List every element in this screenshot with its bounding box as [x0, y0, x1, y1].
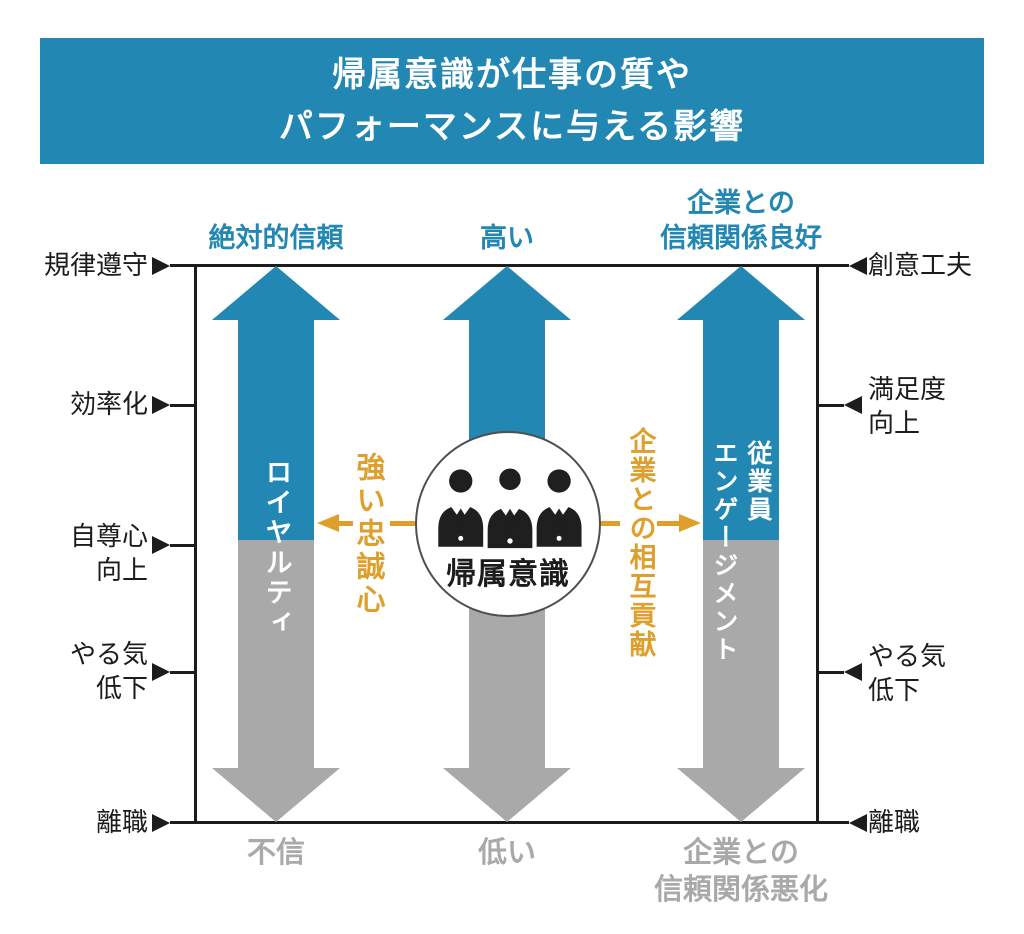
tick-line: [170, 544, 196, 547]
loyalty-arrow-label: ロイヤルティ: [260, 458, 292, 638]
left-connector-line: [390, 521, 416, 526]
belonging-circle-label: 帰属意識: [446, 557, 570, 592]
tick-line: [818, 404, 844, 407]
axis-right-label-turnover: 離職: [868, 808, 921, 838]
axis-left-label-turnover: 離職: [95, 808, 148, 838]
right-connector-line: [600, 521, 620, 526]
axis-right-label-satisfaction: 満足度 向上: [868, 375, 947, 439]
tick-line: [170, 671, 196, 674]
loyalty-arrow: ロイヤルティ: [212, 266, 340, 822]
tick-arrow-icon: [152, 536, 170, 554]
people-group-icon: [438, 464, 582, 551]
left-connector-arrow-icon: [317, 514, 339, 532]
right-connector-arrow-icon: [679, 514, 701, 532]
caption-bottom-engagement: 企業との 信頼関係悪化: [653, 835, 828, 906]
axis-right-label-motivation: やる気 低下: [868, 642, 947, 706]
tick-line: [818, 671, 844, 674]
caption-bottom-loyalty: 不信: [246, 835, 305, 869]
axis-left-label-self-esteem: 自尊心 向上: [69, 522, 148, 586]
title-line-1: 帰属意識が仕事の質や: [332, 55, 692, 95]
caption-top-level: 高い: [480, 223, 534, 254]
left-connector-label: 強い忠誠心: [352, 452, 386, 617]
tick-arrow-icon: [849, 814, 867, 832]
caption-bottom-level: 低い: [477, 835, 536, 869]
tick-line: [170, 404, 196, 407]
tick-arrow-icon: [844, 396, 862, 414]
caption-top-engagement: 企業との 信頼関係良好: [660, 188, 822, 254]
right-connector-label: 企業との相互貢献: [624, 427, 656, 659]
axis-left-label-discipline: 規律遵守: [43, 251, 148, 281]
left-connector-line: [338, 521, 353, 526]
frame-right-line: [816, 264, 819, 824]
tick-arrow-icon: [844, 663, 862, 681]
title-banner: 帰属意識が仕事の質や パフォーマンスに与える影響: [40, 38, 984, 164]
tick-arrow-icon: [152, 814, 170, 832]
title-line-2: パフォーマンスに与える影響: [278, 107, 746, 147]
frame-top-line: [170, 264, 849, 267]
axis-right-label-ingenuity: 創意工夫: [868, 251, 973, 281]
right-connector-line: [657, 521, 680, 526]
tick-arrow-icon: [152, 257, 170, 275]
engagement-arrow-label: 従業員 エンゲージメント: [710, 440, 773, 664]
tick-arrow-icon: [152, 663, 170, 681]
engagement-arrow: 従業員 エンゲージメント: [677, 266, 805, 822]
tick-arrow-icon: [849, 257, 867, 275]
frame-bottom-line: [170, 821, 849, 824]
axis-left-label-motivation: やる気 低下: [69, 640, 148, 704]
belonging-circle: 帰属意識: [415, 431, 601, 617]
tick-arrow-icon: [152, 396, 170, 414]
axis-left-label-efficiency: 効率化: [69, 390, 148, 420]
caption-top-loyalty: 絶対的信頼: [208, 223, 344, 254]
